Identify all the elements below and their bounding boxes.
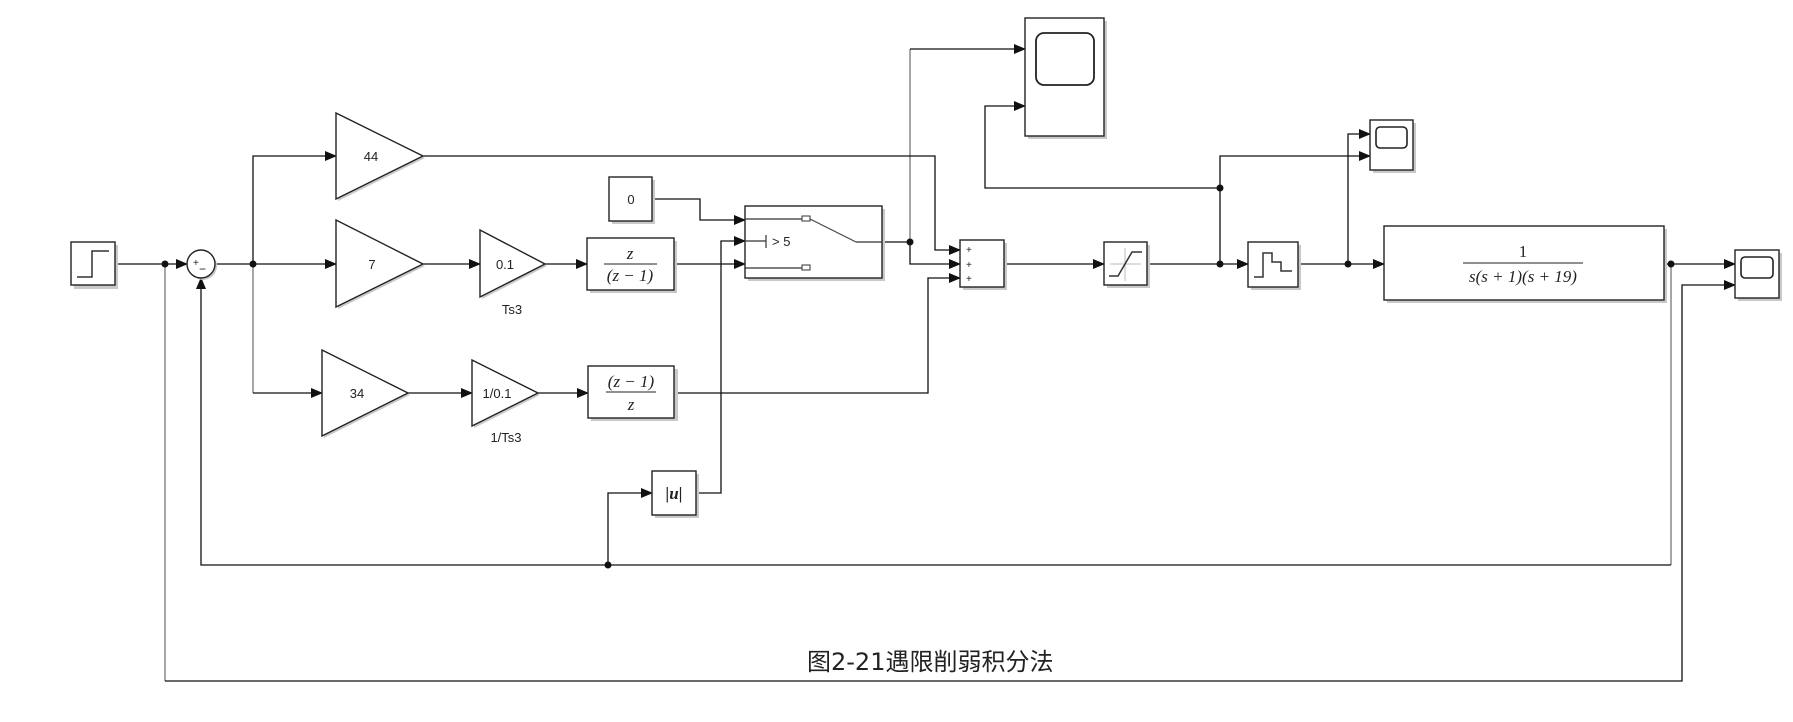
integrator-denominator: (z − 1) xyxy=(607,266,654,285)
wire-feedback-to-abs xyxy=(607,488,653,565)
scope-output[interactable] xyxy=(1734,249,1782,301)
differentiator-block[interactable]: (z − 1) z xyxy=(587,365,678,421)
wire-differentiator-to-sum xyxy=(674,273,961,394)
abs-block[interactable]: |u| xyxy=(651,470,699,518)
plant-denominator: s(s + 1)(s + 19) xyxy=(1469,267,1577,286)
switch-criterion: > 5 xyxy=(772,234,790,249)
junction-dot xyxy=(161,260,169,268)
plant-block[interactable]: 1 s(s + 1)(s + 19) xyxy=(1383,225,1667,303)
step-block[interactable] xyxy=(70,241,118,289)
scope-control-signal[interactable] xyxy=(1024,17,1107,139)
gain-invts-value: 1/0.1 xyxy=(483,386,512,401)
abs-label: |u| xyxy=(666,484,683,503)
zoh-icon xyxy=(1254,252,1292,278)
wire-step-to-final-scope xyxy=(165,280,1736,682)
gain-ts-value: 0.1 xyxy=(496,257,514,272)
sum-sign: + xyxy=(966,245,972,256)
integrator-block[interactable]: z (z − 1) xyxy=(586,237,677,293)
plant-numerator: 1 xyxy=(1519,242,1528,261)
wire-switch-to-sum xyxy=(882,241,961,269)
saturation-icon xyxy=(1109,251,1142,277)
wire-error-to-gain-p xyxy=(252,151,337,264)
integrator-numerator: z xyxy=(626,244,634,263)
junction-dot xyxy=(1216,260,1224,268)
pid-sum-block[interactable]: + + + xyxy=(959,239,1007,290)
zero-order-hold-block[interactable] xyxy=(1247,241,1301,290)
gain-ts-block[interactable]: 0.1 Ts3 xyxy=(479,228,547,317)
constant-value: 0 xyxy=(627,192,634,207)
differentiator-numerator: (z − 1) xyxy=(608,372,655,391)
junctions xyxy=(161,184,1675,569)
step-icon xyxy=(77,250,109,278)
wire-abs-to-switch xyxy=(696,236,746,494)
saturation-block[interactable] xyxy=(1103,241,1150,288)
differentiator-denominator: z xyxy=(627,395,635,414)
switch-block[interactable]: > 5 xyxy=(744,205,885,281)
sum-sign: + xyxy=(966,260,972,271)
wire-constant-to-switch xyxy=(652,198,746,225)
wire-feedback-to-sum xyxy=(196,277,1671,566)
figure-caption: 图2-21遇限削弱积分法 xyxy=(807,648,1054,676)
junction-dot xyxy=(1667,260,1675,268)
junction-dot xyxy=(906,238,914,246)
gain-i-value: 7 xyxy=(368,257,375,272)
scope-screen-icon xyxy=(1375,126,1408,149)
wire-saturation-to-small-scope xyxy=(1219,151,1371,188)
wires xyxy=(115,44,1736,682)
sum-sign-minus: − xyxy=(199,262,206,276)
gain-p-value: 44 xyxy=(364,149,378,164)
sum-sign-plus: + xyxy=(193,258,199,269)
wire-gain-p-to-sum xyxy=(423,155,961,255)
gain-ts-name: Ts3 xyxy=(502,302,522,317)
gain-p-block[interactable]: 44 xyxy=(335,111,425,201)
wire-zoh-to-small-scope xyxy=(1347,129,1371,264)
gain-invts-name: 1/Ts3 xyxy=(490,430,521,445)
constant-block[interactable]: 0 xyxy=(608,176,655,224)
scope-saturation[interactable] xyxy=(1369,119,1416,173)
scope-screen-icon xyxy=(1740,256,1774,279)
gain-i-block[interactable]: 7 xyxy=(335,218,425,309)
wire-saturation-to-scope xyxy=(984,101,1221,264)
gain-d-value: 34 xyxy=(350,386,364,401)
junction-dot xyxy=(604,561,612,569)
gain-d-block[interactable]: 34 xyxy=(321,348,410,438)
error-sum-block[interactable]: + − xyxy=(186,249,217,280)
junction-dot xyxy=(249,260,257,268)
junction-dot xyxy=(1216,184,1224,192)
junction-dot xyxy=(1344,260,1352,268)
sum-sign: + xyxy=(966,274,972,285)
gain-invts-block[interactable]: 1/0.1 1/Ts3 xyxy=(471,358,540,445)
scope-screen-icon xyxy=(1035,32,1095,86)
